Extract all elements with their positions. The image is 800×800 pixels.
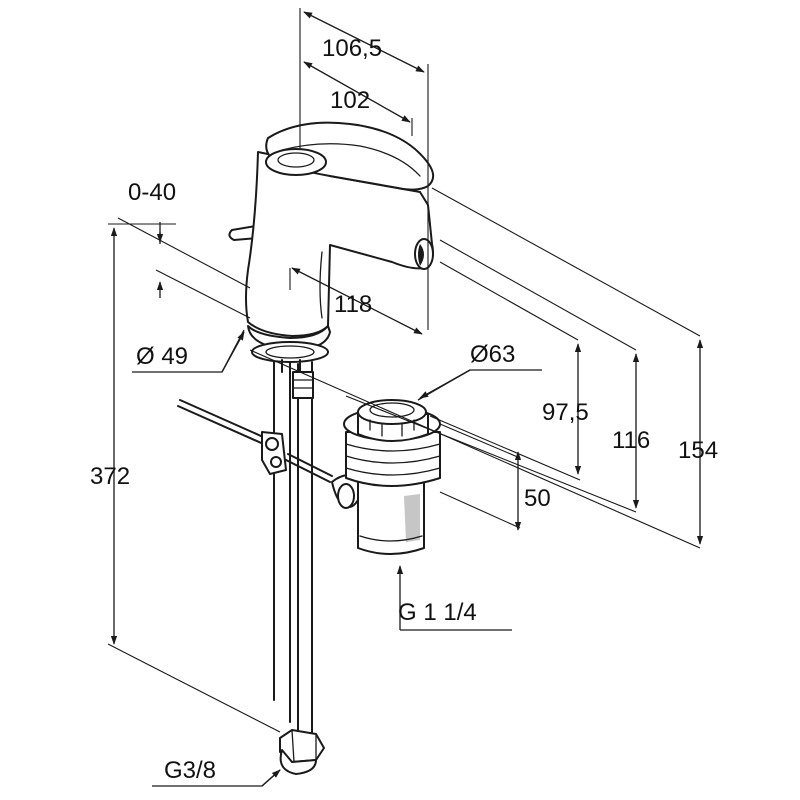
dim-dia-49: Ø 49: [136, 343, 188, 370]
dim-97-5: 97,5: [542, 399, 589, 426]
dim-106-5: 106,5: [322, 35, 382, 62]
popup-linkage: [177, 399, 333, 483]
dim-102: 102: [330, 87, 370, 114]
dim-50: 50: [524, 485, 551, 512]
dim-372: 372: [90, 463, 130, 490]
dim-116: 116: [612, 427, 650, 454]
spout-outlet: [414, 238, 434, 270]
thread-supply-label: G3/8: [164, 757, 216, 784]
dim-0-40: 0-40: [128, 179, 176, 206]
popup-rod-knob: [228, 225, 259, 241]
supply-hoses: [273, 361, 325, 775]
dim-154: 154: [678, 437, 718, 464]
dim-118: 118: [334, 291, 372, 318]
faucet-body: [228, 121, 435, 373]
dimension-labels: 106,5 102 0-40 118 Ø 49 Ø63 97,5 116 154…: [90, 35, 718, 784]
dim-dia-63: Ø63: [470, 341, 515, 368]
thread-waste-label: G 1 1/4: [398, 599, 477, 626]
waste-valve: [331, 399, 441, 555]
dimension-lines: [107, 8, 704, 787]
